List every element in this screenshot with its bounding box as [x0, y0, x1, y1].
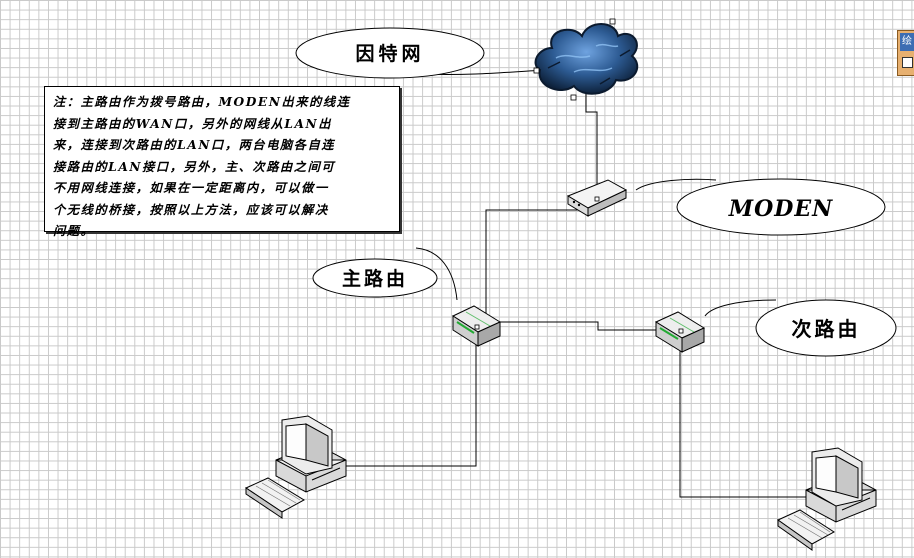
internet-cloud-icon — [534, 23, 639, 95]
secondary-router-icon — [654, 311, 706, 353]
note-textbox: 注：主路由作为拨号路由，MODEN出来的线连 接到主路由的WAN口，另外的网线从… — [44, 86, 400, 238]
secondary-router-label-text: 次路由 — [792, 317, 861, 341]
line-main-router-to-pc-left — [300, 336, 477, 467]
note-line: 接到主路由的WAN口，另外的网线从LAN出 — [53, 116, 333, 131]
line-main-router-callout — [415, 247, 458, 301]
line-modem-callout — [635, 178, 717, 191]
note-line: 个无线的桥接，按照以上方法，应该可以解决 — [53, 202, 329, 217]
main-router-icon — [451, 305, 502, 347]
note-line: 注：主路由作为拨号路由，MODEN出来的线连 — [53, 95, 351, 109]
internet-label: 因特网 — [295, 27, 485, 79]
note-line: 问题。 — [53, 224, 95, 238]
line-modem-to-main-router — [485, 209, 597, 322]
line-secondary-router-to-pc-right — [679, 332, 826, 498]
internet-label-text: 因特网 — [355, 43, 424, 65]
secondary-router-label: 次路由 — [755, 299, 897, 357]
computer-left-icon — [244, 415, 347, 519]
modem-icon — [566, 179, 628, 217]
note-line: 不用网线连接，如果在一定距离内，可以做一 — [53, 181, 329, 195]
line-secondary-router-callout — [704, 299, 777, 317]
main-router-label-text: 主路由 — [342, 267, 408, 290]
side-panel-checkbox-icon[interactable] — [902, 57, 913, 68]
note-line: 接路由的LAN接口，另外，主、次路由之间可 — [53, 159, 336, 174]
main-router-label: 主路由 — [312, 258, 438, 298]
modem-label-text: MODEN — [728, 196, 833, 222]
connection-handles — [474, 18, 684, 334]
note-line: 来，连接到次路由的LAN口，两台电脑各自连 — [53, 138, 336, 152]
side-panel-tab[interactable]: 绘 — [897, 30, 914, 76]
modem-label: MODEN — [676, 178, 886, 236]
computer-right-icon — [776, 447, 877, 551]
side-panel-tab-label: 绘 — [900, 33, 914, 51]
line-main-to-secondary-router — [486, 321, 680, 331]
